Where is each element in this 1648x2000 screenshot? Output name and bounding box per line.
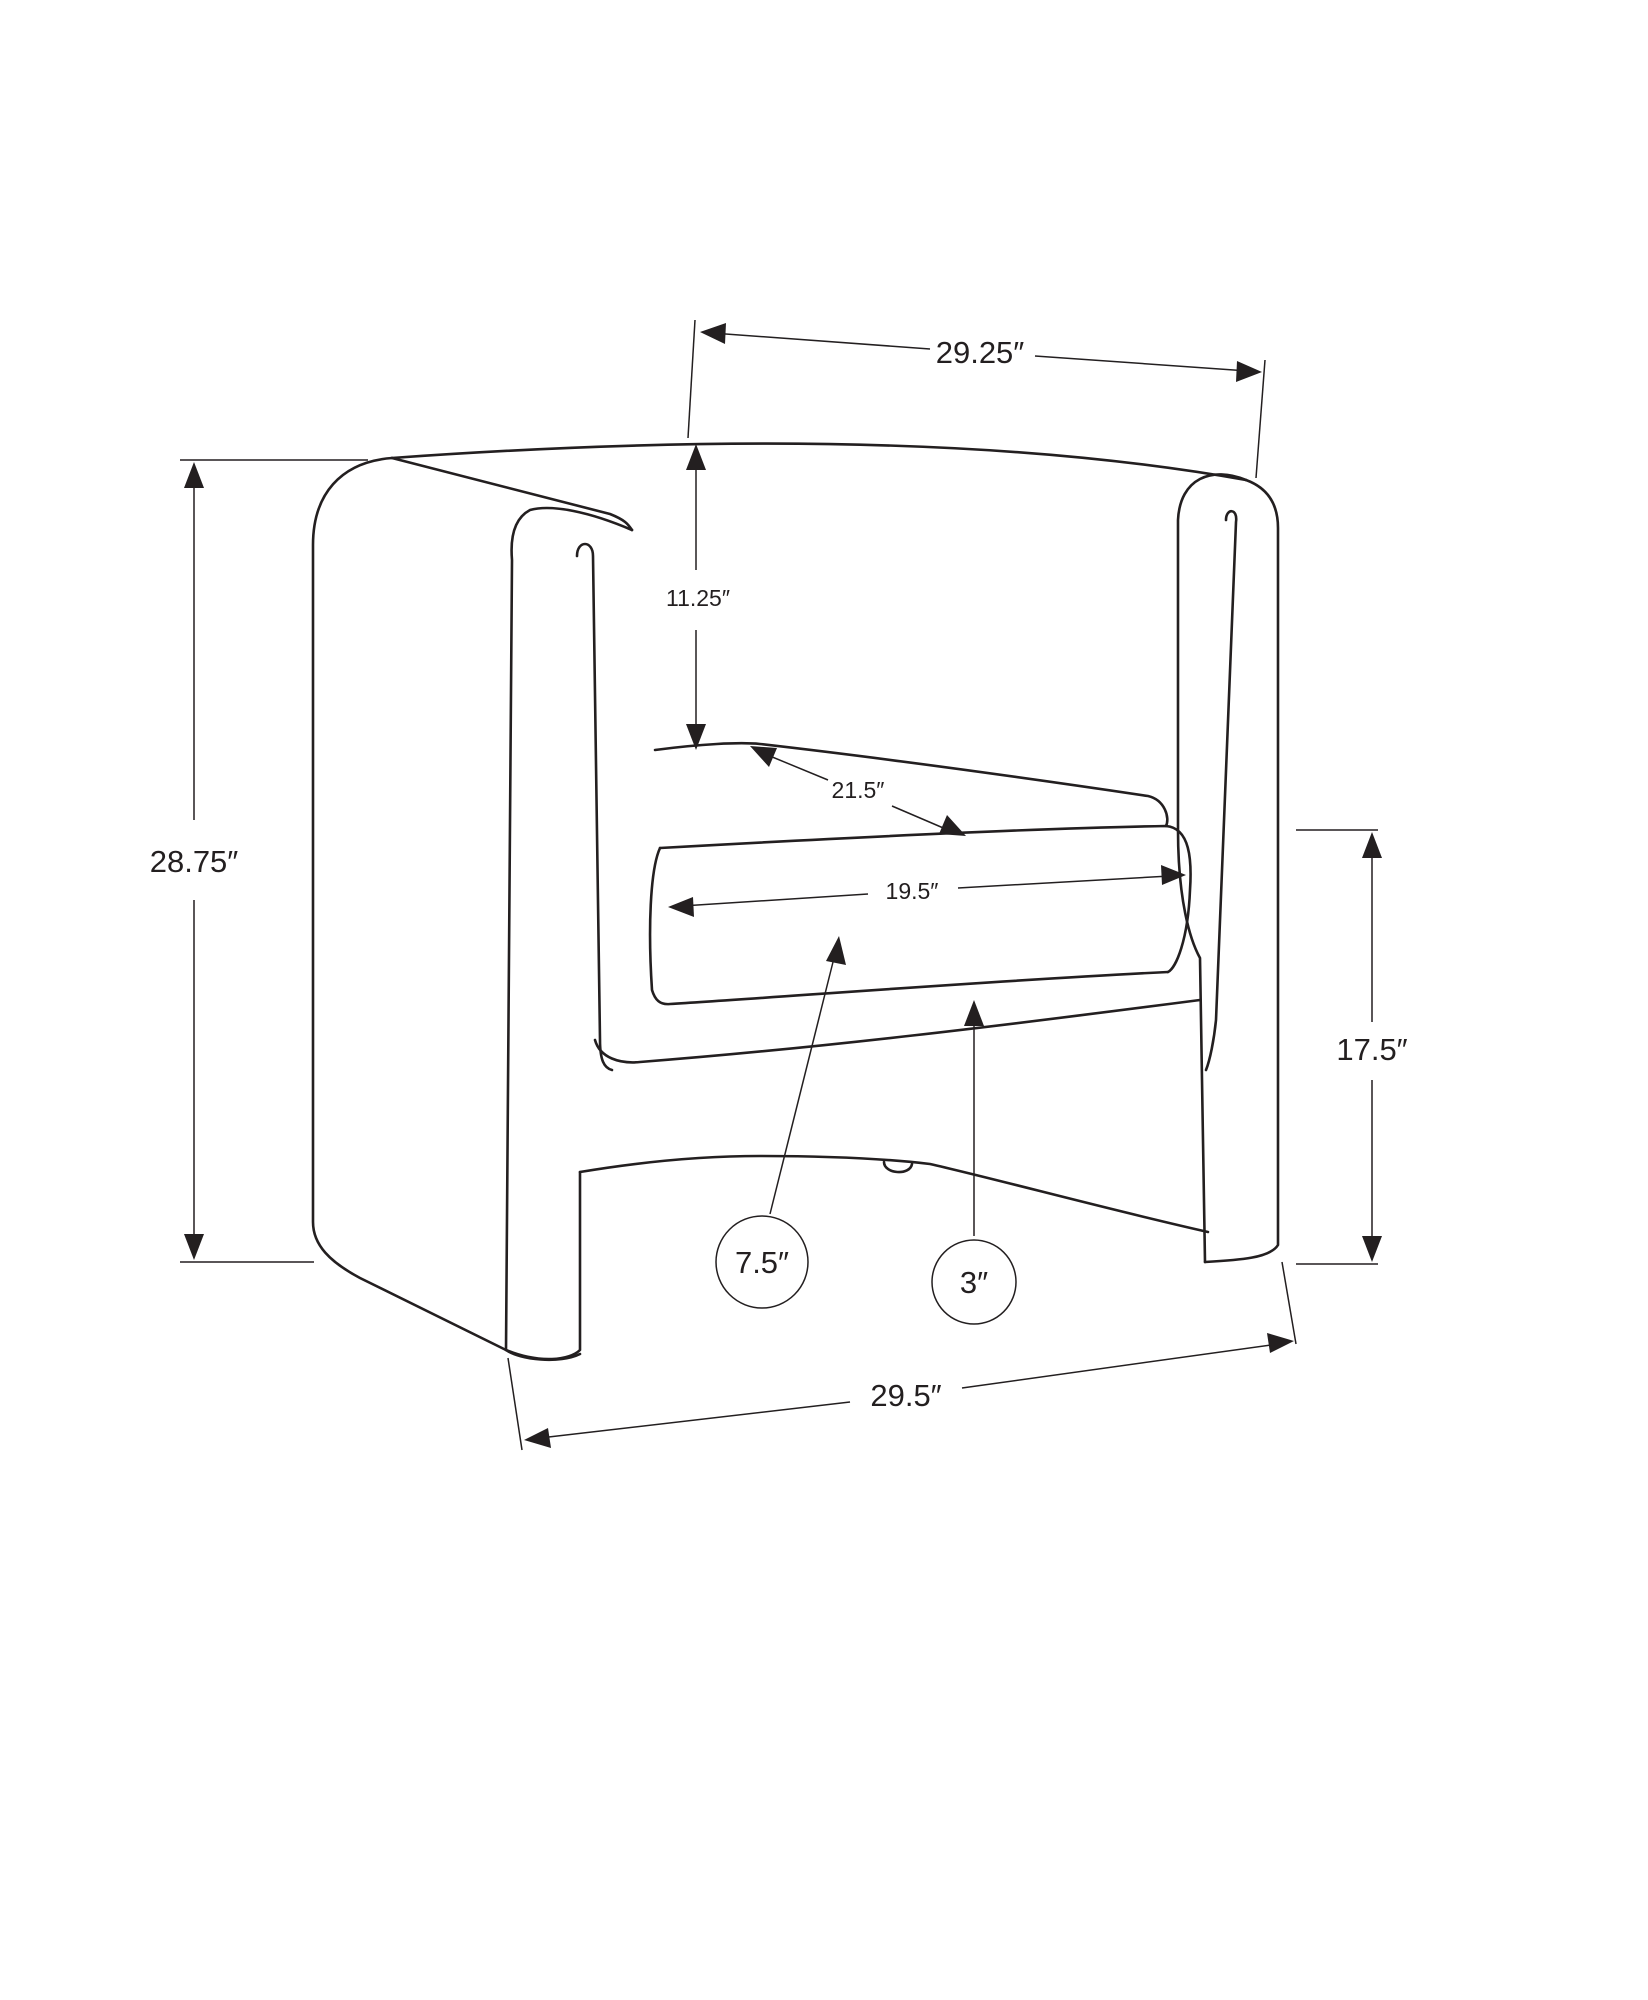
dim-seat-height: 17.5″	[1296, 829, 1408, 1265]
back-top-edge	[390, 442, 1248, 482]
dim-seat-height-label: 17.5″	[1336, 1032, 1407, 1067]
seat-cushion-front-top	[658, 824, 1192, 974]
dimension-lines: 29.25″ 28.75″ 11.25″ 21.5″	[150, 319, 1408, 1451]
dim-cushion-thickness-label: 3″	[960, 1265, 988, 1300]
dim-seat-width-label: 19.5″	[886, 878, 939, 904]
dim-bottom-width-label: 29.5″	[870, 1378, 941, 1413]
right-arm-inner-face	[1176, 473, 1248, 1264]
dim-bottom-width: 29.5″	[507, 1261, 1297, 1451]
right-arm-slot	[1204, 509, 1238, 1072]
dim-overall-height-label: 28.75″	[150, 844, 239, 879]
dim-cushion-thickness: 3″	[931, 1000, 1017, 1325]
dim-top-width: 29.25″	[687, 319, 1266, 479]
seat-cushion-left-end	[648, 846, 1170, 1006]
left-arm-inner-face	[504, 506, 634, 1361]
dim-seat-width: 19.5″	[668, 865, 1186, 917]
left-arm-outer	[311, 456, 508, 1352]
dim-seat-depth: 21.5″	[750, 746, 966, 836]
chair-outline	[311, 442, 1280, 1362]
left-arm-top	[390, 456, 634, 532]
leg-glide	[882, 1160, 914, 1174]
dim-back-height-label: 11.25″	[666, 585, 730, 611]
seat-front-panel	[593, 998, 1202, 1064]
left-arm-slot	[575, 542, 614, 1072]
right-arm-outer	[1203, 478, 1280, 1264]
left-foot-bottom	[504, 1348, 582, 1362]
inner-bottom-edge	[578, 1154, 1210, 1234]
seat-cushion-top	[653, 741, 1169, 828]
dim-arm-width: 7.5″	[715, 936, 846, 1309]
dim-top-width-label: 29.25″	[936, 335, 1025, 370]
dim-overall-height: 28.75″	[150, 459, 368, 1263]
dim-seat-depth-label: 21.5″	[832, 777, 885, 803]
dim-back-height: 11.25″	[666, 444, 730, 750]
dim-arm-width-label: 7.5″	[735, 1245, 789, 1280]
